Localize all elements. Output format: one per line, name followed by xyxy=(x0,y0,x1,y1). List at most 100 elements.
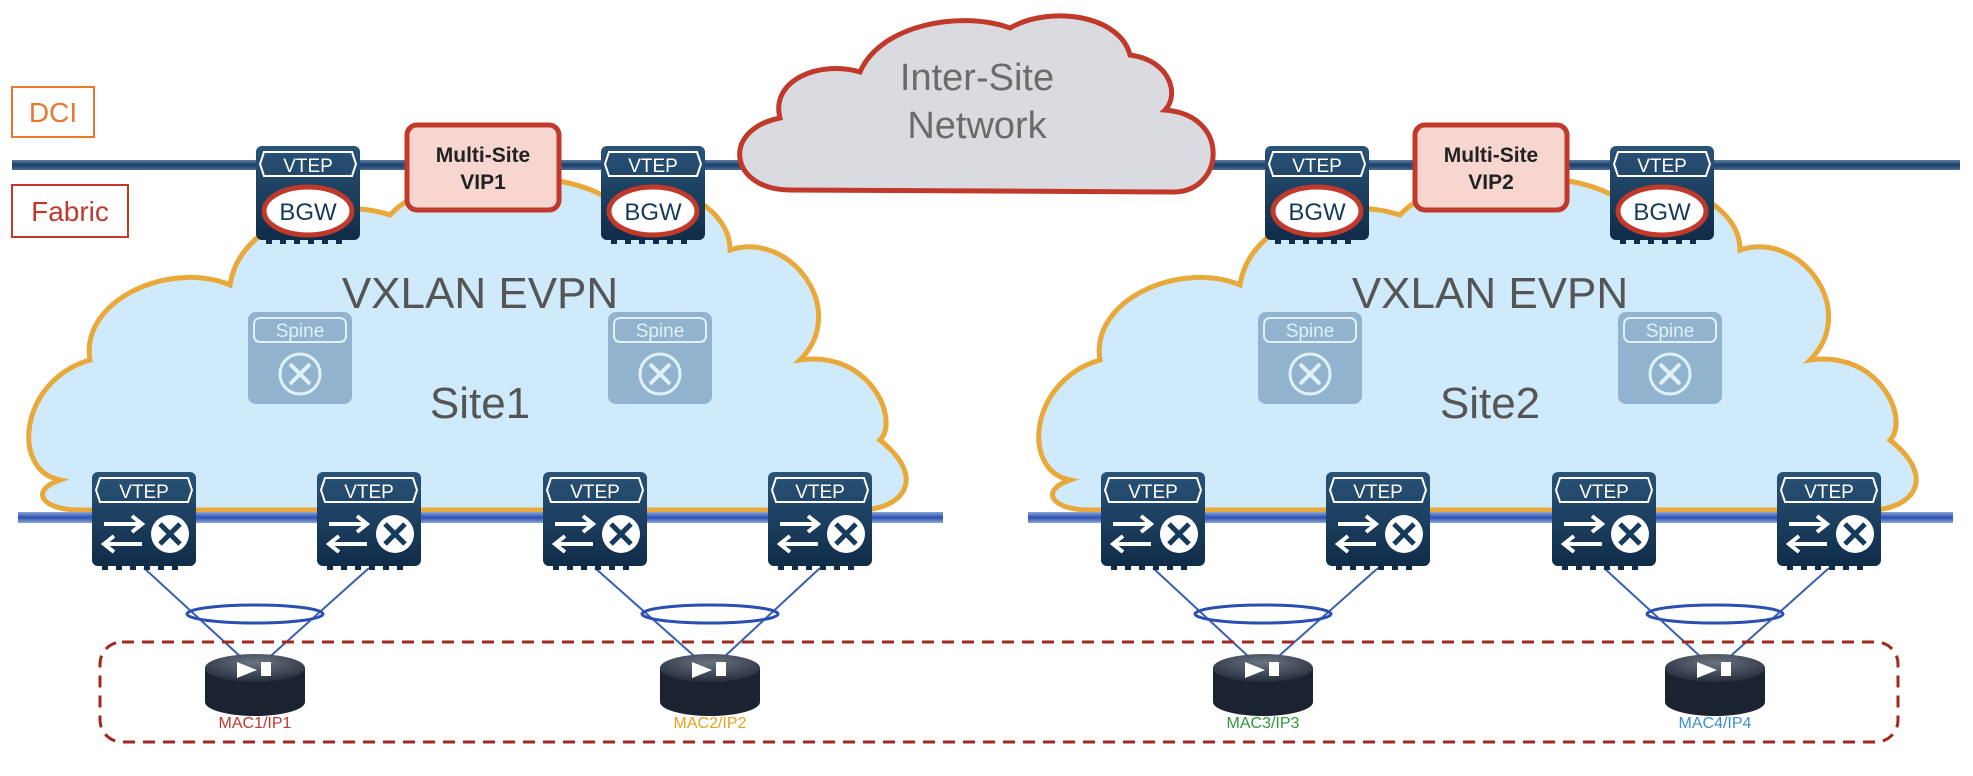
host-label: MAC1/IP1 xyxy=(219,715,292,732)
site2-name: Site2 xyxy=(1440,379,1540,428)
spine-group: Spine Spine Spine Spine xyxy=(248,312,1722,404)
crossbar-icon xyxy=(1288,352,1332,396)
vtep-label: VTEP xyxy=(1128,482,1178,503)
border-gateway-switch: VTEP BGW xyxy=(601,146,705,244)
legend-dci: DCI xyxy=(11,86,95,138)
site2-vip-box: Multi-Site VIP2 xyxy=(1412,122,1570,213)
vtep-label: VTEP xyxy=(628,156,678,177)
legend-fabric: Fabric xyxy=(11,184,129,238)
inter-site-line1: Inter-Site xyxy=(900,57,1054,99)
site1-name: Site1 xyxy=(430,379,530,428)
host-group-dashed xyxy=(98,640,1900,744)
site2-lan-bus xyxy=(1028,512,1953,523)
host-links xyxy=(143,567,1830,671)
leaf-vtep-switch: VTEP xyxy=(1326,472,1430,570)
spine-switch: Spine xyxy=(1258,312,1362,404)
spine-switch: Spine xyxy=(1618,312,1722,404)
vtep-tag-shape xyxy=(319,477,419,503)
forwarding-arrows-icon xyxy=(776,514,822,554)
vtep-tag-shape xyxy=(1103,477,1203,503)
vtep-tag-shape xyxy=(94,477,194,503)
inter-site-cloud: Inter-Site Network xyxy=(737,13,1216,195)
vtep-tag-shape xyxy=(258,151,358,177)
vtep-tag-shape xyxy=(1554,477,1654,503)
bgw-highlight-ellipse xyxy=(1270,184,1364,238)
host-router: MAC3/IP3 xyxy=(1213,654,1313,732)
play-pause-icon xyxy=(692,662,726,678)
play-pause-icon xyxy=(1245,662,1279,678)
site1-vip-line2: VIP1 xyxy=(460,171,506,194)
spine-label: Spine xyxy=(1646,321,1695,342)
vtep-tag-shape xyxy=(1612,151,1712,177)
site1-lan-bus xyxy=(18,512,943,523)
vtep-label: VTEP xyxy=(570,482,620,503)
crossbar-icon xyxy=(638,352,682,396)
leaf-vtep-switch: VTEP xyxy=(317,472,421,570)
host-label: MAC4/IP4 xyxy=(1679,715,1752,732)
devices: VTEP VTEP VTEP VTEP VTEP VTEP VTEP VTEP VTEP BGW V… xyxy=(92,146,1881,570)
spine-label: Spine xyxy=(1286,321,1335,342)
site2-vip-line1: Multi-Site xyxy=(1444,144,1539,167)
bgw-label: BGW xyxy=(624,199,682,226)
bgw-highlight-ellipse xyxy=(261,184,355,238)
site2-fabric-label: VXLAN EVPN xyxy=(1352,269,1628,318)
spine-switch: Spine xyxy=(248,312,352,404)
site2-cloud xyxy=(1036,174,1919,513)
crossbar-icon xyxy=(278,352,322,396)
vtep-label: VTEP xyxy=(795,482,845,503)
hosts: MAC1/IP1 MAC2/IP2 MAC3/IP3 MAC4/IP4 xyxy=(205,654,1765,732)
forwarding-arrows-icon xyxy=(1334,514,1380,554)
port-channel-ellipse xyxy=(1645,603,1785,625)
site1-fabric-label: VXLAN EVPN xyxy=(342,269,618,318)
vtep-label: VTEP xyxy=(119,482,169,503)
port-channel-ellipse xyxy=(1193,603,1333,625)
host-label: MAC2/IP2 xyxy=(674,715,747,732)
forwarding-arrows-icon xyxy=(1109,514,1155,554)
forwarding-arrows-icon xyxy=(1560,514,1606,554)
play-pause-icon xyxy=(237,662,271,678)
spine-switch: Spine xyxy=(608,312,712,404)
leaf-vtep-switch: VTEP xyxy=(92,472,196,570)
site2-vip-line2: VIP2 xyxy=(1468,171,1514,194)
port-channel-ellipse xyxy=(185,603,325,625)
vtep-tag-shape xyxy=(770,477,870,503)
play-pause-icon xyxy=(1697,662,1731,678)
legend-dci-text: DCI xyxy=(29,97,77,128)
legend-fabric-text: Fabric xyxy=(31,196,109,227)
forwarding-arrows-icon xyxy=(325,514,371,554)
vtep-label: VTEP xyxy=(1637,156,1687,177)
site1-vip-line1: Multi-Site xyxy=(436,144,531,167)
port-channel-ellipse xyxy=(640,603,780,625)
border-gateway-switch: VTEP BGW xyxy=(1610,146,1714,244)
vtep-label: VTEP xyxy=(1579,482,1629,503)
site1-vip-box: Multi-Site VIP1 xyxy=(404,122,562,213)
bgw-highlight-ellipse xyxy=(606,184,700,238)
spine-label: Spine xyxy=(276,321,325,342)
vtep-tag-shape xyxy=(1779,477,1879,503)
inter-site-line2: Network xyxy=(907,105,1047,147)
vtep-label: VTEP xyxy=(1804,482,1854,503)
host-router: MAC4/IP4 xyxy=(1665,654,1765,732)
site1-cloud xyxy=(26,174,909,513)
vtep-tag-shape xyxy=(1267,151,1367,177)
leaf-vtep-switch: VTEP xyxy=(543,472,647,570)
host-label: MAC3/IP3 xyxy=(1227,715,1300,732)
forwarding-arrows-icon xyxy=(551,514,597,554)
forwarding-arrows-icon xyxy=(1785,514,1831,554)
vtep-tag-shape xyxy=(1328,477,1428,503)
crossbar-icon xyxy=(1648,352,1692,396)
bgw-label: BGW xyxy=(279,199,337,226)
vtep-label: VTEP xyxy=(344,482,394,503)
leaf-vtep-switch: VTEP xyxy=(768,472,872,570)
host-router: MAC1/IP1 xyxy=(205,654,305,732)
host-router: MAC2/IP2 xyxy=(660,654,760,732)
forwarding-arrows-icon xyxy=(100,514,146,554)
leaf-vtep-switch: VTEP xyxy=(1101,472,1205,570)
leaf-vtep-switch: VTEP xyxy=(1552,472,1656,570)
vtep-label: VTEP xyxy=(1292,156,1342,177)
leaf-vtep-switch: VTEP xyxy=(1777,472,1881,570)
bgw-label: BGW xyxy=(1633,199,1691,226)
